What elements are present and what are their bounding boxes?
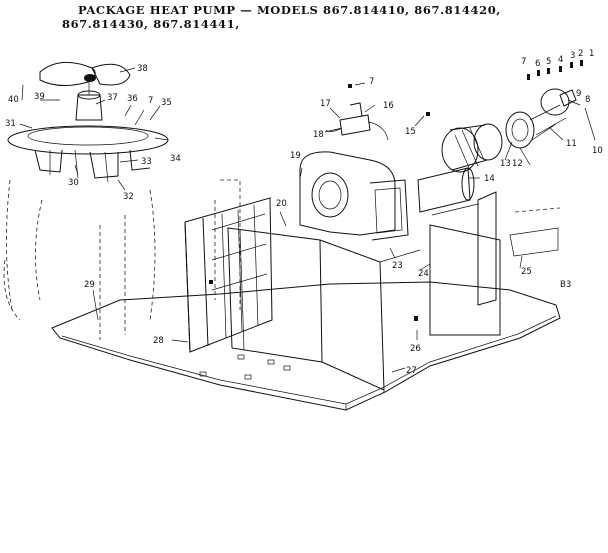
diagram-title-line-2: 867.814430, 867.814441,: [62, 17, 240, 31]
center-divider-panel: [227, 227, 421, 392]
blower-housing: [299, 151, 409, 241]
control-bracket: [325, 102, 389, 141]
part-label-8: 8: [585, 95, 590, 105]
part-label-7-top: 7: [369, 77, 374, 87]
part-label-31: 31: [5, 119, 16, 129]
fan-guard-assembly: [7, 125, 169, 183]
part-label-11: 11: [566, 139, 577, 149]
part-label-24: 24: [418, 269, 429, 279]
part-label-18: 18: [313, 130, 324, 140]
part-label-20: 20: [276, 199, 287, 209]
part-label-7-hardware: 7: [521, 57, 526, 67]
motor-parts-cluster: [505, 88, 596, 149]
part-label-32: 32: [123, 192, 134, 202]
part-label-3: 3: [570, 51, 575, 61]
part-label-15: 15: [405, 127, 416, 137]
part-label-35: 35: [161, 98, 172, 108]
condenser-fan: [39, 61, 131, 121]
base-pan: [51, 281, 561, 411]
part-label-9: 9: [576, 89, 581, 99]
leader-lines: [19, 67, 581, 373]
bracket-25: [509, 207, 561, 257]
part-label-14: 14: [484, 174, 495, 184]
part-label-13: 13: [500, 159, 511, 169]
part-label-12: 12: [512, 159, 523, 169]
part-label-6: 6: [535, 59, 540, 69]
part-label-19: 19: [290, 151, 301, 161]
part-label-5: 5: [546, 57, 551, 67]
blower-wheel: [441, 123, 503, 173]
part-label-7-fan: 7: [148, 96, 153, 106]
part-label-25: 25: [521, 267, 532, 277]
part-label-29: 29: [84, 280, 95, 290]
part-label-17: 17: [320, 99, 331, 109]
part-label-2: 2: [578, 49, 583, 59]
diagram-title-line-1: PACKAGE HEAT PUMP — MODELS 867.814410, 8…: [78, 3, 501, 17]
corner-mark: B3: [560, 280, 571, 290]
compressor-dashed: [3, 259, 21, 321]
left-partition-panel: [184, 197, 273, 353]
part-label-27: 27: [406, 366, 417, 376]
part-label-23: 23: [392, 261, 403, 271]
part-label-37: 37: [107, 93, 118, 103]
blower-motor: [417, 167, 479, 216]
part-label-33: 33: [141, 157, 152, 167]
part-label-16: 16: [383, 101, 394, 111]
right-side-panel: [429, 191, 501, 336]
part-label-1: 1: [589, 49, 594, 59]
part-labels: 7 6 5 4 3 2 1 9 8 10 11 12 13 14 15 16 1…: [5, 49, 603, 376]
part-label-39: 39: [34, 92, 45, 102]
part-label-10: 10: [592, 146, 603, 156]
hardware-screws: [527, 60, 583, 80]
part-label-28: 28: [153, 336, 164, 346]
part-label-4: 4: [558, 55, 563, 65]
part-label-34: 34: [170, 154, 181, 164]
part-label-30: 30: [68, 178, 79, 188]
part-label-36: 36: [127, 94, 138, 104]
part-label-40: 40: [8, 95, 19, 105]
part-label-38: 38: [137, 64, 148, 74]
pan-holes: [199, 84, 430, 380]
part-label-26: 26: [410, 344, 421, 354]
